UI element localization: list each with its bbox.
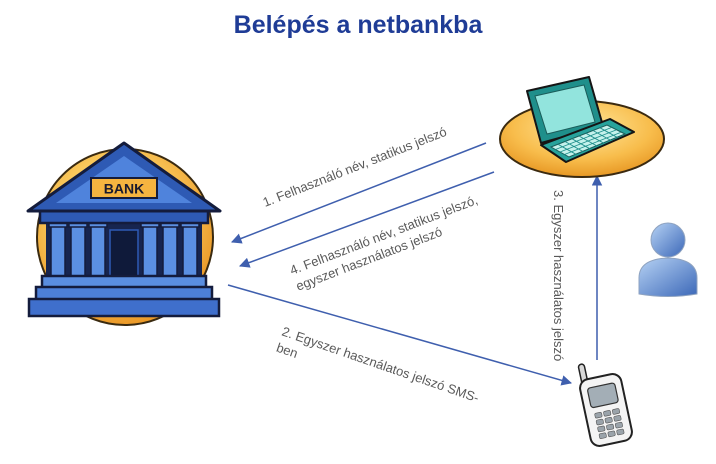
phone-key [597,425,606,433]
bank-column [50,225,66,277]
phone-key [594,411,603,419]
label-step-1: 1. Felhasználó név, statikus jelszó [261,124,449,210]
person-head [650,222,686,258]
bank-column [182,225,198,277]
label-step-2-line-1: 2. Egyszer használatos jelszó SMS- [280,324,481,406]
diagram-title: Belépés a netbankba [234,11,484,39]
phone-key [612,408,620,415]
arrow-step-2-bank-to-phone [227,284,573,386]
phone-key [603,410,612,417]
person-icon [638,222,698,297]
monitor-screen [534,84,596,135]
label-step-3: 3. Egyszer használatos jelszó [551,190,566,361]
bank-columns [48,221,200,277]
label-step-2: 2. Egyszer használatos jelszó SMS- ben [274,324,481,406]
phone-keypad [594,408,625,439]
phone-key [598,432,607,439]
arrows [227,142,603,386]
phone-key [607,430,616,438]
bank-column [90,225,106,277]
bank-step-bottom [27,297,221,318]
computer-icon [499,76,665,178]
bank-icon: BANK [26,141,222,326]
label-step-4: 4. Felhasználó név, statikus jelszó, egy… [288,192,480,294]
label-step-2-line-2: ben [274,340,299,361]
arrow-step-4-computer-to-bank [239,171,495,268]
mobile-phone-icon [577,363,633,447]
arrow-step-1-computer-to-bank [231,142,487,244]
label-step-3-line-1: 3. Egyszer használatos jelszó [551,190,566,361]
label-step-4-line-1: 4. Felhasználó név, statikus jelszó, [288,192,480,278]
label-step-1-line-1: 1. Felhasználó név, statikus jelszó [261,124,449,210]
phone-key [595,418,604,426]
bank-door [109,229,139,278]
person-body [638,257,698,297]
phone-screen [587,382,619,409]
phone-key [614,421,623,429]
bank-column [70,225,86,277]
keyboard-keys-grid [555,127,621,155]
phone-key [616,428,625,436]
bank-column [162,225,178,277]
bank-sign-text: BANK [104,181,144,197]
phone-key [604,416,613,424]
bank-column [142,225,158,277]
phone-key [606,423,615,431]
bank-sign [90,177,158,199]
phone-key [613,415,622,422]
